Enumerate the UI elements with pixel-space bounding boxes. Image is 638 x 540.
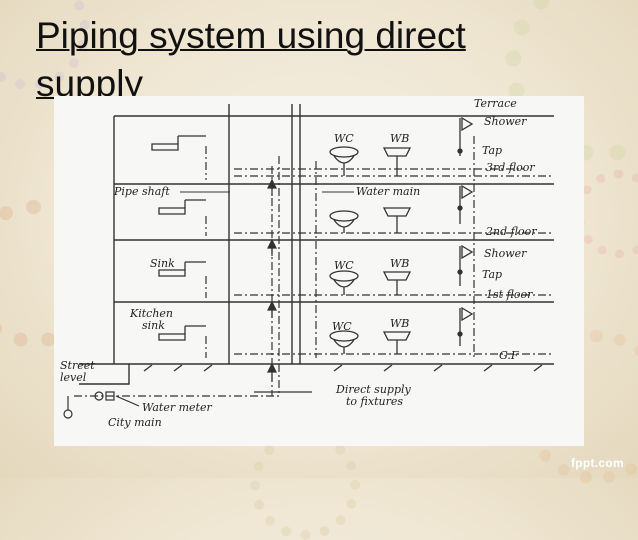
label-wc: WC [334,132,354,145]
piping-diagram-svg: Terrace Shower Tap 3rd floor WC WB Pipe … [60,97,554,429]
label-ground-floor: G.F [499,349,519,362]
label-wb: WB [390,132,409,145]
label-sink: Sink [150,257,175,270]
label-water-main: Water main [356,185,420,198]
decorative-circle [250,430,360,540]
label-kitchen-sink: sink [142,319,165,332]
label-to-fixtures: to fixtures [346,395,403,408]
label-level: level [60,371,87,384]
label-terrace: Terrace [474,97,517,110]
label-tap: Tap [482,144,502,157]
label-pipe-shaft: Pipe shaft [113,185,170,198]
label-water-meter: Water meter [142,401,212,414]
watermark: fppt.com [570,456,624,470]
label-2nd-floor: 2nd floor [485,225,537,238]
decorative-circle [0,0,90,90]
decorative-circle [575,170,638,258]
label-tap: Tap [482,268,502,281]
label-wc: WC [334,259,354,272]
label-shower: Shower [484,247,527,260]
label-wc: WC [332,320,352,333]
label-wb: WB [390,317,409,330]
label-wb: WB [390,257,409,270]
label-shower: Shower [484,115,527,128]
label-3rd-floor: 3rd floor [486,161,535,174]
label-city-main: City main [108,416,162,429]
piping-diagram: Terrace Shower Tap 3rd floor WC WB Pipe … [54,96,584,446]
label-1st-floor: 1st floor [486,288,533,301]
slide-title: Piping system using direct supply [36,15,466,104]
label-street: Street [60,359,95,372]
label-kitchen: Kitchen [129,307,173,320]
label-direct-supply: Direct supply [335,383,412,396]
